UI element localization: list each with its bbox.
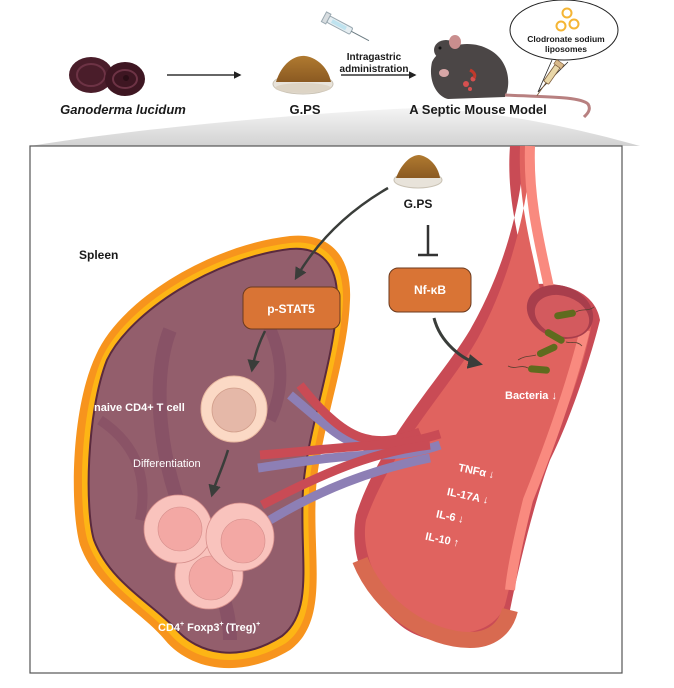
- cytokine-list: TNFα↓ IL-17A↓ IL-6↓ IL-10↑: [424, 462, 495, 550]
- ganoderma-icon: [69, 57, 145, 96]
- nfkb-node: Nf-κB: [388, 267, 472, 313]
- blood-vessel: [352, 145, 600, 649]
- bacteria-label: Bacteria ↓: [505, 390, 557, 402]
- naive-cell-label: naive CD4+ T cell: [94, 402, 185, 414]
- bacterium-icon: [507, 365, 550, 374]
- treg-cell: [143, 494, 213, 564]
- liposome-speech-bubble: Clodronate sodium liposomes: [509, 0, 619, 93]
- liposome-icon: [555, 7, 580, 32]
- route-label-line1: Intragastric: [347, 52, 402, 63]
- gps-label-panel: G.PS: [404, 197, 433, 211]
- cytokine-il6: IL-6↓: [435, 508, 465, 526]
- gps-powder-dish-icon: [272, 55, 334, 95]
- route-label-line2: administration: [340, 64, 409, 75]
- mouse-model-label: A Septic Mouse Model: [409, 102, 546, 117]
- pstat5-node: p-STAT5: [242, 286, 341, 330]
- treg-cell: [205, 502, 275, 572]
- spleen-label: Spleen: [79, 248, 118, 262]
- bubble-label-line2: liposomes: [545, 44, 587, 54]
- naive-cd4-t-cell: [200, 375, 268, 443]
- syringe-icon: [320, 11, 370, 42]
- injection-syringe-icon: [536, 59, 565, 96]
- nfkb-label: Nf-κB: [414, 283, 446, 297]
- bacteria-group: [507, 306, 595, 374]
- ganoderma-label: Ganoderma lucidum: [60, 102, 186, 117]
- arrow-pstat5-to-naive-cell: [247, 330, 267, 373]
- treg-label: CD4+Foxp3+(Treg)+: [158, 621, 260, 634]
- bacterium-icon: [554, 306, 595, 320]
- splenic-vessels: [257, 382, 442, 524]
- inhibition-tbar-icon: [418, 225, 438, 257]
- arrow-gps-to-pstat5: [294, 186, 389, 281]
- arrow-nfkb-to-vessel: [432, 317, 483, 369]
- bacterium-icon: [517, 343, 558, 361]
- septic-mouse-icon: [430, 35, 591, 119]
- pstat5-label: p-STAT5: [267, 302, 315, 316]
- bubble-label-line1: Clodronate sodium: [527, 34, 605, 44]
- spleen: [73, 235, 351, 669]
- treg-cell-cluster: [143, 494, 275, 610]
- differentiation-label: Differentiation: [133, 458, 201, 470]
- cytokine-tnfa: TNFα↓: [457, 462, 495, 481]
- gps-label-top: G.PS: [289, 102, 320, 117]
- bacterium-icon: [544, 329, 583, 347]
- zoom-wedge: [30, 108, 640, 146]
- arrow-differentiation: [208, 449, 230, 498]
- gps-powder-dish-icon-panel: [393, 155, 443, 189]
- cytokine-il10: IL-10↑: [424, 531, 460, 550]
